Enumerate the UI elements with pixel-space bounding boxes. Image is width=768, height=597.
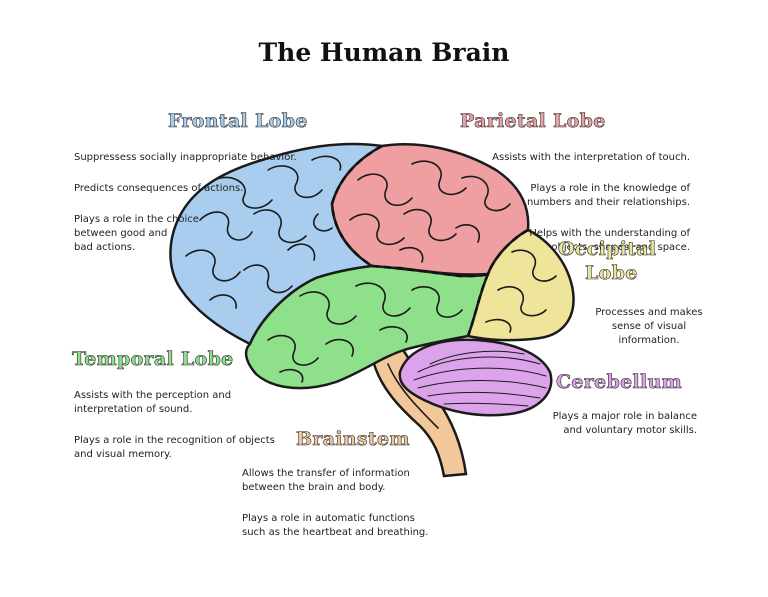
cerebellum-folds: [413, 350, 547, 407]
occipital-lobe-heading-1: Occipital: [558, 238, 657, 261]
parietal-line-1: Assists with the interpretation of touch…: [492, 152, 690, 163]
brainstem-line-1: Allows the transfer of information betwe…: [242, 468, 410, 493]
cerebellum-line-1: Plays a major role in balance and volunt…: [552, 411, 697, 436]
frontal-line-2: Predicts consequences of actions.: [74, 183, 244, 194]
parieto-occipital-line: [466, 228, 529, 337]
temporal-line-2: Plays a role in the recognition of objec…: [74, 435, 275, 460]
central-sulcus-line: [330, 144, 383, 268]
parietal-line-2: Plays a role in the knowledge of numbers…: [526, 183, 690, 208]
brainstem-heading: Brainstem: [296, 428, 410, 451]
parietal-lobe-description: Assists with the interpretation of touch…: [440, 137, 690, 272]
parietal-folds: [349, 160, 511, 263]
occipital-folds: [485, 249, 557, 333]
page-title: The Human Brain: [258, 38, 510, 67]
temporal-line-1: Assists with the perception and interpre…: [74, 390, 232, 415]
temporal-lobe-heading: Temporal Lobe: [72, 348, 234, 371]
brainstem-description: Allows the transfer of information betwe…: [242, 453, 472, 557]
cerebellum-heading: Cerebellum: [556, 371, 683, 394]
occipital-line-1: Processes and makes sense of visual info…: [595, 307, 703, 346]
frontal-folds: [185, 155, 342, 309]
frontal-line-3: Plays a role in the choice between good …: [74, 214, 199, 253]
temporal-folds: [267, 282, 463, 383]
parietal-lobe-heading: Parietal Lobe: [460, 110, 606, 133]
temporal-lobe-description: Assists with the perception and interpre…: [74, 375, 334, 479]
brainstem-line-2: Plays a role in automatic functions such…: [242, 513, 429, 538]
occipital-lobe-heading-2: Lobe: [585, 262, 638, 285]
occipital-lobe-description: Processes and makes sense of visual info…: [574, 292, 724, 365]
frontal-lobe-description: Suppressess socially inappropriate behav…: [74, 137, 344, 272]
frontal-lobe-heading: Frontal Lobe: [168, 110, 308, 133]
cerebellum-description: Plays a major role in balance and volunt…: [500, 396, 697, 455]
frontal-line-1: Suppressess socially inappropriate behav…: [74, 152, 297, 163]
lateral-sulcus-line: [371, 264, 489, 278]
parietal-line-3: Helps with the understanding of objects,…: [529, 228, 690, 253]
brainstem-fold: [387, 363, 439, 429]
